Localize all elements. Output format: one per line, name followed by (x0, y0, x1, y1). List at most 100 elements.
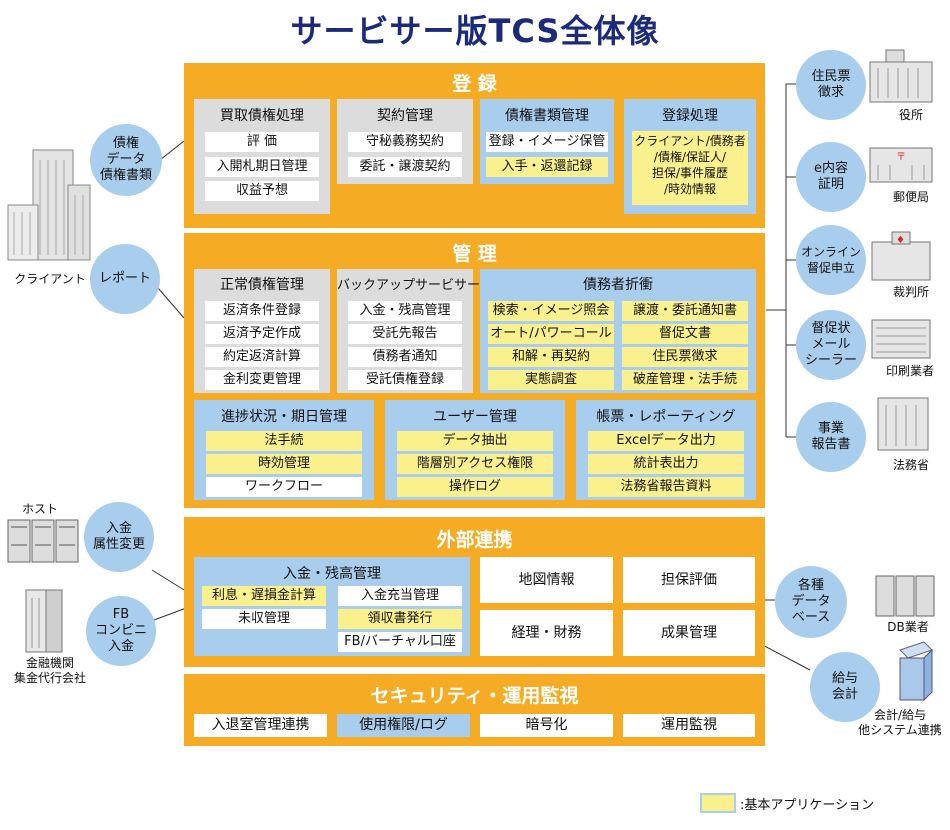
external-section: 外部連携 入金・残高管理 利息・遅損金計算 入金充当管理 未収管理 領収書発行 … (184, 517, 765, 667)
backup-servicer-header: バックアップサービサー (337, 278, 481, 293)
item-settlement: 和解・再契約 (488, 347, 614, 367)
ministry-label: 法務省 (892, 458, 929, 472)
registration-section: 登 録 買取債権処理 評 価 入開札期日管理 収益予想 契約管理 守秘義務契約 … (184, 63, 765, 228)
user-management-header: ユーザー管理 (433, 409, 517, 425)
item-search-image: 検索・イメージ照会 (488, 301, 614, 321)
host-server-icon (7, 519, 79, 563)
item-statistics: 統計表出力 (588, 454, 744, 474)
host-label: ホスト (21, 502, 58, 516)
collateral-eval-cell: 担保評価 (623, 557, 755, 603)
item-legal-procedure: 法手続 (206, 431, 362, 451)
backup-servicer-group: バックアップサービサー 入金・残高管理 受託先報告 債務者通知 受託債権登録 (337, 269, 481, 393)
user-management-group: ユーザー管理 データ抽出 階層別アクセス権限 操作ログ (385, 400, 565, 500)
item-virtual-account: FB/バーチャル口座 (338, 632, 462, 652)
item-bid-date: 入開札期日管理 (205, 157, 319, 177)
item-ministry-report: 法務省報告資料 (588, 477, 744, 497)
item-registration-detail: クライアント/債務者 /債権/保証人/ 担保/事件履歴 /時効情報 (632, 131, 748, 205)
item-deposit-allocation: 入金充当管理 (338, 586, 462, 606)
item-deposit-balance: 入金・残高管理 (348, 301, 462, 321)
deposit-balance-group: 入金・残高管理 利息・遅損金計算 入金充当管理 未収管理 領収書発行 FB/バー… (194, 557, 470, 656)
bank-label: 金融機関 集金代行会社 (13, 656, 86, 685)
item-resident-card: 住民票徴求 (622, 347, 748, 367)
item-data-extract: データ抽出 (397, 431, 553, 451)
item-receipt-issue: 領収書発行 (338, 609, 462, 629)
item-return-record: 入手・返還記録 (486, 157, 608, 177)
item-excel-export: Excelデータ出力 (588, 431, 744, 451)
city-hall-icon (869, 49, 933, 103)
item-access-rights: 階層別アクセス権限 (397, 454, 553, 474)
contract-header: 契約管理 (377, 108, 433, 124)
item-repay-schedule: 返済予定作成 (205, 324, 319, 344)
item-dunning-doc: 督促文書 (622, 324, 748, 344)
progress-group: 進捗状況・期日管理 法手続 時効管理 ワークフロー (194, 400, 374, 500)
item-debtor-notice: 債務者通知 (348, 347, 462, 367)
svg-text:〒: 〒 (896, 152, 906, 163)
printing-label: 印刷業者 (885, 364, 934, 378)
bank-building-icon (25, 589, 63, 653)
post-office-icon: 〒 (869, 147, 933, 183)
registration-process-header: 登録処理 (662, 108, 718, 124)
performance-cell: 成果管理 (623, 610, 755, 656)
legend-label: :基本アプリケーション (740, 798, 875, 813)
normal-debt-group: 正常債権管理 返済条件登録 返済予定作成 約定返済計算 金利変更管理 (194, 269, 330, 393)
security-title: セキュリティ・運用監視 (370, 685, 579, 707)
debt-data-circle: 債権 データ 債権書類 (90, 124, 162, 196)
security-item-permission: 使用権限/ログ (337, 714, 470, 737)
printing-company-icon (871, 319, 931, 359)
debtor-negotiation-header: 債務者折衝 (583, 277, 653, 293)
registration-title: 登 録 (452, 73, 497, 95)
security-item-entry: 入退室管理連携 (194, 714, 327, 737)
item-consign-contract: 委託・譲渡契約 (348, 157, 462, 177)
item-receivables: 未収管理 (202, 609, 326, 629)
item-transfer-notice: 譲渡・委託通知書 (622, 301, 748, 321)
item-image-storage: 登録・イメージ保管 (486, 132, 608, 152)
court-label: 裁判所 (892, 285, 929, 299)
item-workflow: ワークフロー (206, 477, 362, 497)
db-server-icon (875, 575, 935, 617)
security-item-monitoring: 運用監視 (623, 714, 755, 737)
progress-header: 進捗状況・期日管理 (221, 409, 347, 425)
payroll-accounting-circle: 給与 会計 (810, 652, 880, 722)
deposit-attr-circle: 入金 属性変更 (84, 502, 154, 572)
client-label: クライアント (14, 272, 86, 286)
db-vendor-label: DB業者 (887, 620, 929, 634)
online-dunning-circle: オンライン 督促申立 (796, 225, 866, 295)
item-bankruptcy: 破産管理・法手続 (622, 370, 748, 390)
post-office-label: 郵便局 (892, 190, 929, 204)
database-circle: 各種 データ ベース (775, 566, 847, 638)
management-section: 管 理 正常債権管理 返済条件登録 返済予定作成 約定返済計算 金利変更管理 バ… (184, 233, 765, 508)
document-group: 債権書類管理 登録・イメージ保管 入手・返還記録 (480, 99, 614, 184)
item-evaluation: 評 価 (205, 132, 319, 152)
map-info-cell: 地図情報 (480, 557, 613, 603)
security-section: セキュリティ・運用監視 入退室管理連携 使用権限/ログ 暗号化 運用監視 (184, 674, 765, 746)
item-repay-terms: 返済条件登録 (205, 301, 319, 321)
purchase-debt-group: 買取債権処理 評 価 入開札期日管理 収益予想 (194, 99, 330, 214)
item-operation-log: 操作ログ (397, 477, 553, 497)
purchase-debt-header: 買取債権処理 (220, 108, 304, 124)
accounting-server-icon (899, 641, 933, 702)
item-interest-calc: 利息・遅損金計算 (202, 586, 326, 606)
svg-text:♦: ♦ (896, 235, 905, 246)
mail-sealer-circle: 督促状 メール シーラー (796, 310, 866, 380)
fb-convenience-circle: FB コンビニ 入金 (86, 596, 156, 666)
reporting-group: 帳票・レポーティング Excelデータ出力 統計表出力 法務省報告資料 (576, 400, 756, 500)
item-statute-limit: 時効管理 (206, 454, 362, 474)
debtor-negotiation-group: 債務者折衝 検索・イメージ照会 譲渡・委託通知書 オート/パワーコール 督促文書… (480, 269, 756, 393)
external-title: 外部連携 (436, 529, 513, 551)
deposit-balance-header: 入金・残高管理 (283, 566, 381, 582)
accounting-cell: 経理・財務 (480, 610, 613, 656)
court-icon: ♦ (871, 231, 931, 281)
item-rate-change: 金利変更管理 (205, 370, 319, 390)
item-profit-forecast: 収益予想 (205, 181, 319, 201)
resident-card-circle: 住民票 徴求 (796, 50, 866, 120)
item-trustee-report: 受託先報告 (348, 324, 462, 344)
registration-process-group: 登録処理 クライアント/債務者 /債権/保証人/ 担保/事件履歴 /時効情報 (624, 99, 756, 214)
report-circle: レポート (90, 244, 160, 314)
item-nda: 守秘義務契約 (348, 132, 462, 152)
accounting-system-label: 会計/給与 他システム連携 (858, 708, 942, 737)
page-title: サービサー版TCS全体像 (290, 12, 660, 50)
management-title: 管 理 (452, 243, 497, 265)
item-trust-registration: 受託債権登録 (348, 370, 462, 390)
